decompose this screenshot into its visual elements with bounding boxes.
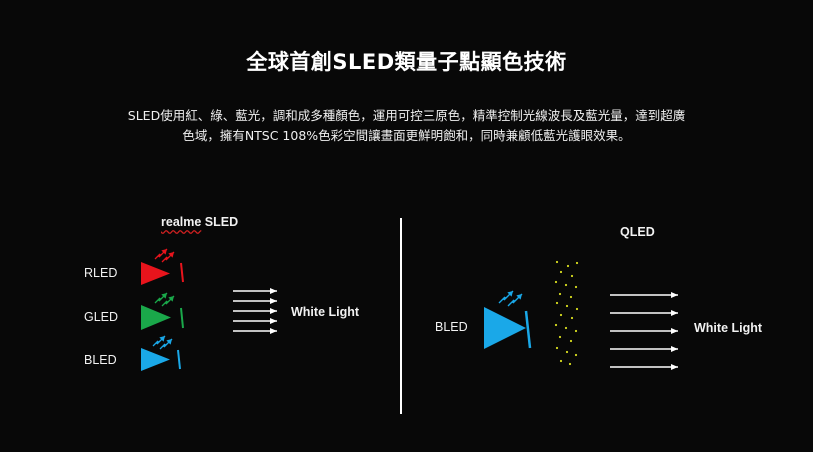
gled-label: GLED: [84, 310, 119, 324]
qled-heading: QLED: [620, 225, 655, 239]
rled-label: RLED: [84, 266, 118, 280]
white-light-label-left: White Light: [291, 305, 360, 319]
sled-heading-brand: realme: [161, 215, 202, 229]
description-line-1: SLED使用紅、綠、藍光，調和成多種顏色，運用可控三原色，精準控制光線波長及藍光…: [127, 108, 686, 123]
bled-symbol-left: [141, 335, 181, 371]
bled-label-right: BLED: [435, 320, 468, 334]
white-light-label-right: White Light: [694, 321, 763, 335]
sled-heading: realme SLED: [161, 215, 238, 229]
bled-label-left: BLED: [84, 353, 117, 367]
bled-symbol-right: [484, 290, 532, 349]
white-light-arrows-left: [233, 288, 277, 334]
sled-heading-rest: SLED: [201, 215, 239, 229]
page-title: 全球首創SLED類量子點顯色技術: [246, 50, 567, 74]
description: SLED使用紅、綠、藍光，調和成多種顏色，運用可控三原色，精準控制光線波長及藍光…: [40, 106, 773, 146]
rled-symbol: [141, 248, 184, 285]
quantum-dots: [554, 260, 579, 366]
gled-symbol: [141, 292, 184, 330]
description-line-2: 色域，擁有NTSC 108%色彩空間讓畫面更鮮明飽和，同時兼顧低藍光護眼效果。: [182, 128, 631, 143]
white-light-arrows-right: [610, 292, 678, 370]
